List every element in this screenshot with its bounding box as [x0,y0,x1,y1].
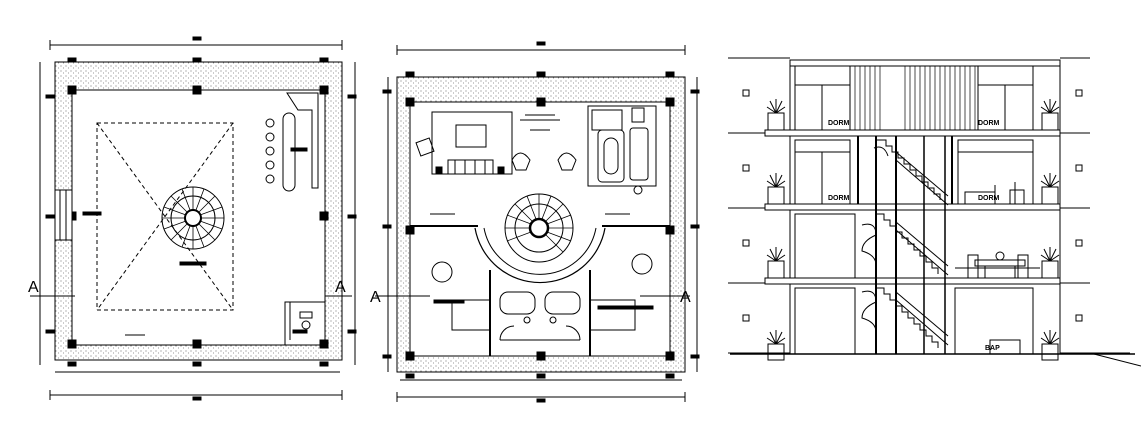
section-marker-left: A [28,279,39,296]
lounge-chairs [265,92,319,192]
section-room-labels: DORM DORM DORM DORM BAP [828,120,1000,352]
section-marker-left: A [370,289,381,306]
room-label-bap: BAP [985,345,1000,352]
columns [382,71,700,379]
bathroom-upper [587,105,657,195]
spiral-staircase [504,193,574,263]
room-label-dorm-upper-right: DORM [978,120,1000,127]
louvres [849,66,976,130]
floor-plan-middle [375,41,700,403]
section-marker-right: A [680,289,691,306]
exterior-wall [396,76,686,373]
bedrooms [410,213,670,356]
room-label-dorm-mid-right: DORM [978,195,1000,202]
section-marker-right: A [335,279,346,296]
columns [67,85,329,349]
level-markers-right [1060,57,1130,354]
spiral-staircase [161,186,225,250]
room-label-dorm-upper-left: DORM [828,120,850,127]
floor-plan-left [30,36,357,401]
living-room-furniture [415,111,577,175]
stair-core [857,136,953,354]
building-section [728,57,1141,367]
planters [766,99,1060,361]
room-label-dorm-mid-left: DORM [828,195,850,202]
floor-slabs [764,59,1061,285]
bathroom-small [284,301,326,346]
